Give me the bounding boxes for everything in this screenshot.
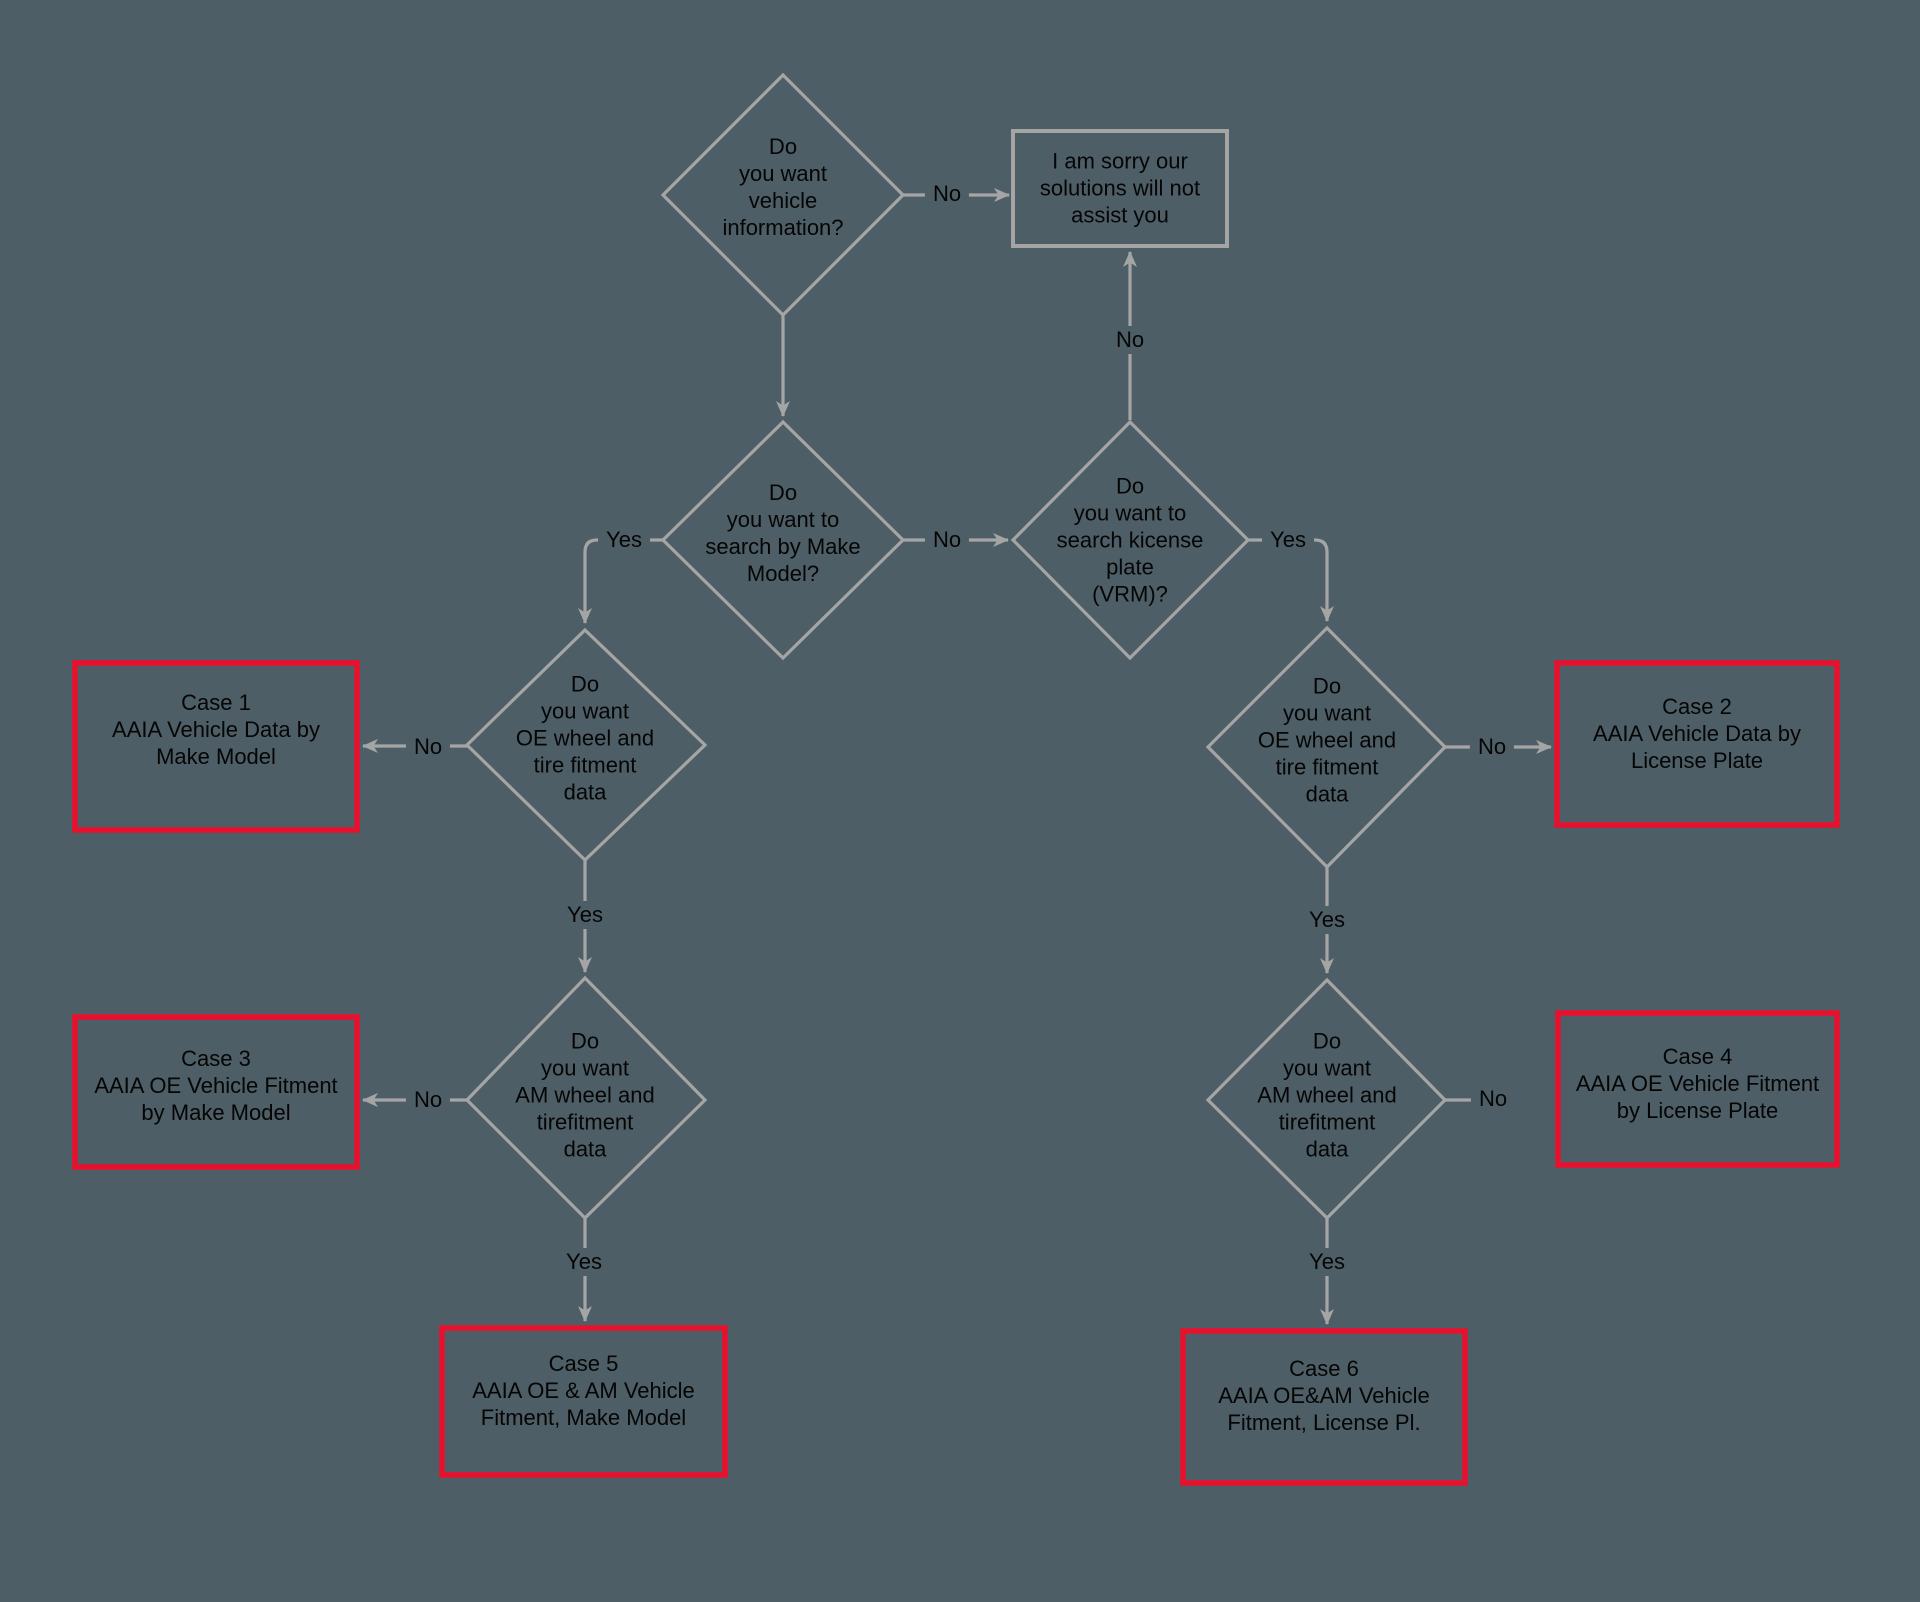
case-3-description: AAIA OE Vehicle Fitment by Make Model (94, 1073, 338, 1125)
edge-label-aml-no: No (405, 1086, 451, 1114)
edge-label-amr-no: No (1470, 1085, 1516, 1113)
decision-diamond-am-fitment-right (1205, 977, 1448, 1221)
edge-label-oer-yes: Yes (1301, 906, 1353, 934)
case-2-text: Case 2 AAIA Vehicle Data by License Plat… (1557, 663, 1837, 774)
decision-oe-fitment-left-text: Do you want OE wheel and tire fitment da… (515, 671, 655, 805)
edge-label-mm-no: No (924, 526, 970, 554)
case-2-title: Case 2 (1662, 694, 1732, 719)
edge-label-oer-no: No (1469, 733, 1515, 761)
decision-diamond-oe-fitment-left (464, 627, 708, 863)
case-2-box (1554, 660, 1840, 828)
case-5-description: AAIA OE & AM Vehicle Fitment, Make Model (472, 1378, 695, 1430)
edge-label-amr-yes: Yes (1301, 1248, 1353, 1276)
decision-vehicle-info-text: Do you want vehicle information? (722, 134, 844, 240)
edge-makemodel-yes-arrow (578, 538, 663, 624)
decision-oe-fitment-right-text: Do you want OE wheel and tire fitment da… (1257, 673, 1397, 807)
edge-label-oel-no: No (405, 733, 451, 761)
case-1-text: Case 1 AAIA Vehicle Data by Make Model (75, 663, 357, 770)
decision-am-fitment-right-text: Do you want AM wheel and tirefitment dat… (1257, 1028, 1397, 1162)
case-6-description: AAIA OE&AM Vehicle Fitment, License Pl. (1218, 1383, 1430, 1435)
edge-label-lp-no: No (1107, 326, 1153, 354)
case-3-text: Case 3 AAIA OE Vehicle Fitment by Make M… (75, 1017, 357, 1126)
decision-diamond-oe-fitment-right (1205, 625, 1448, 870)
case-2-description: AAIA Vehicle Data by License Plate (1593, 721, 1801, 773)
decision-diamond-am-fitment-left (464, 975, 708, 1221)
case-4-box (1555, 1010, 1840, 1168)
terminal-box-sorry (1011, 129, 1229, 248)
case-1-box (72, 660, 360, 833)
case-5-box (439, 1325, 728, 1478)
case-4-text: Case 4 AAIA OE Vehicle Fitment by Licens… (1558, 1013, 1837, 1124)
case-1-description: AAIA Vehicle Data by Make Model (112, 717, 320, 769)
case-4-description: AAIA OE Vehicle Fitment by License Plate (1575, 1071, 1820, 1123)
decision-am-fitment-left-text: Do you want AM wheel and tirefitment dat… (515, 1028, 655, 1162)
case-6-text: Case 6 AAIA OE&AM Vehicle Fitment, Licen… (1183, 1331, 1465, 1436)
case-1-title: Case 1 (181, 690, 251, 715)
case-3-box (72, 1014, 360, 1170)
terminal-sorry-text: I am sorry our solutions will not assist… (1039, 148, 1201, 228)
decision-diamond-vehicle-info (660, 72, 906, 318)
case-6-title: Case 6 (1289, 1356, 1359, 1381)
decision-search-make-model-text: Do you want to search by Make Model? (705, 480, 861, 586)
decision-diamond-search-license-plate (1010, 419, 1251, 661)
edge-label-mm-yes: Yes (598, 526, 650, 554)
edge-label-info-no: No (924, 180, 970, 208)
case-4-title: Case 4 (1662, 1044, 1733, 1069)
decision-diamond-search-make-model (660, 419, 906, 661)
case-6-box (1180, 1328, 1468, 1486)
edge-label-oel-yes: Yes (559, 901, 611, 929)
case-5-text: Case 5 AAIA OE & AM Vehicle Fitment, Mak… (442, 1328, 725, 1431)
edge-label-aml-yes: Yes (558, 1248, 610, 1276)
case-5-title: Case 5 (548, 1351, 619, 1376)
edge-licenseplate-yes-arrow (1248, 538, 1334, 622)
edge-label-lp-yes: Yes (1262, 526, 1314, 554)
decision-search-license-plate-text: Do you want to search kicense plate (VRM… (1056, 473, 1204, 607)
case-3-title: Case 3 (181, 1046, 251, 1071)
